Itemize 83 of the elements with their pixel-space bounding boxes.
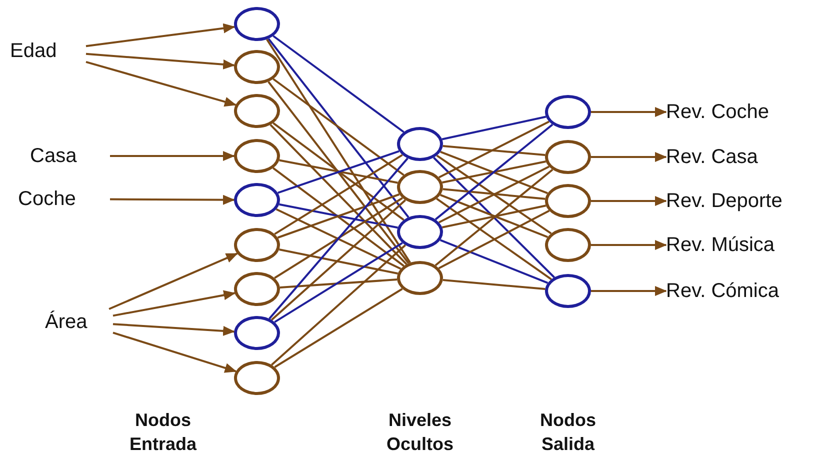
node-label: Rev. Coche	[666, 99, 826, 125]
node-label: Rev. Casa	[666, 144, 826, 170]
connection-line	[434, 124, 554, 220]
connection-line	[436, 154, 552, 234]
neuron-circle	[234, 316, 280, 350]
connection-line	[433, 156, 555, 278]
connection-line	[438, 120, 550, 178]
arrow	[591, 240, 667, 250]
arrow	[110, 151, 235, 161]
connection-line	[272, 167, 404, 267]
connection-line	[268, 81, 410, 264]
connection-line	[442, 160, 546, 184]
layer-caption: Nodos Salida	[539, 409, 597, 456]
connection-line	[278, 248, 398, 274]
arrow	[112, 323, 236, 336]
connection-line	[270, 199, 406, 321]
connection-line	[442, 116, 546, 140]
layer-caption: Nodos Entrada	[128, 409, 198, 456]
connection-line	[279, 203, 398, 229]
connection-line	[279, 159, 398, 184]
neuron-circle	[545, 228, 591, 262]
node-label: Casa	[30, 143, 110, 169]
node-label: Edad	[10, 38, 86, 64]
neuron-circle	[545, 95, 591, 129]
node-label: Área	[45, 309, 113, 335]
neuron-circle	[234, 228, 280, 262]
arrow	[591, 152, 667, 162]
node-label: Rev. Cómica	[666, 278, 826, 304]
arrow	[591, 286, 667, 296]
connection-line	[442, 188, 546, 200]
layer-caption: Niveles Ocultos	[385, 409, 454, 456]
connection-line	[440, 194, 548, 238]
connection-line	[434, 168, 554, 266]
neuron-circle	[234, 50, 280, 84]
node-label: Rev. Deporte	[666, 188, 826, 214]
neuron-circle	[545, 274, 591, 308]
neuron-circle	[545, 140, 591, 174]
connection-line	[268, 158, 408, 320]
arrow	[591, 107, 667, 117]
neuron-circle	[234, 272, 280, 306]
connection-line	[272, 78, 404, 176]
neuron-circle	[234, 7, 280, 41]
neuron-circle	[234, 183, 280, 217]
arrow	[112, 332, 237, 373]
neuron-circle	[545, 184, 591, 218]
neuron-circle	[234, 94, 280, 128]
connection-line	[272, 35, 404, 133]
connection-line	[442, 279, 546, 290]
neuron-circle	[397, 170, 443, 204]
connection-line	[268, 38, 410, 218]
connection-line	[274, 288, 403, 368]
connection-line	[436, 198, 552, 280]
neuron-circle	[397, 261, 443, 295]
connection-line	[266, 38, 411, 264]
arrow	[591, 196, 667, 206]
arrow	[110, 194, 235, 205]
connection-line	[274, 154, 403, 235]
connection-line	[438, 210, 550, 270]
arrow	[86, 60, 237, 107]
arrow	[112, 290, 236, 317]
connection-line	[276, 208, 402, 270]
neuron-circle	[234, 139, 280, 173]
connection-line	[278, 150, 400, 194]
connection-line	[280, 278, 398, 288]
connection-line	[440, 239, 548, 284]
connection-line	[270, 124, 408, 265]
neuron-circle	[397, 127, 443, 161]
node-label: Rev. Música	[666, 232, 826, 258]
arrow	[108, 252, 238, 310]
connection-line	[270, 244, 406, 366]
neuron-circle	[397, 215, 443, 249]
neuron-circle	[234, 361, 280, 395]
connection-line	[272, 122, 404, 221]
connection-line	[274, 242, 403, 323]
connection-line	[442, 145, 546, 156]
connection-line	[438, 166, 550, 224]
connection-line	[442, 204, 546, 228]
arrow	[86, 23, 236, 48]
connection-line	[277, 193, 400, 239]
connection-line	[274, 197, 403, 279]
node-label: Coche	[18, 186, 110, 212]
connection-line	[440, 150, 548, 194]
arrow	[86, 52, 236, 70]
